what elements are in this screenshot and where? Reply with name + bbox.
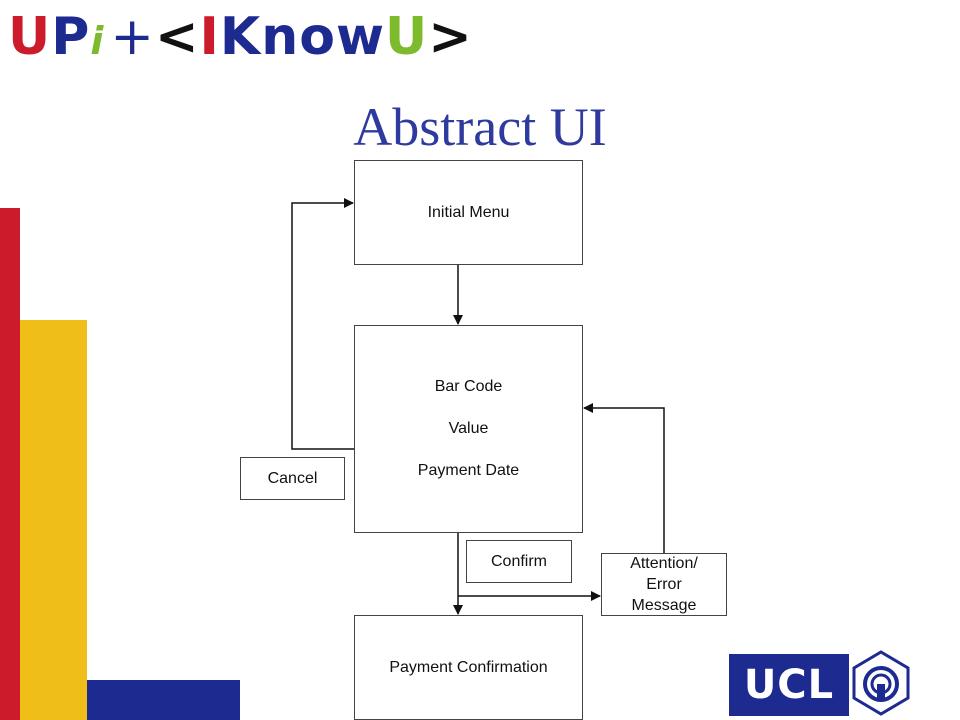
attention-line1: Attention/ [630,555,698,572]
ucl-logo-text: UCL [743,662,835,708]
ucl-emblem-icon [852,650,910,716]
logo-lt: < [154,7,200,67]
decorative-blue-bar [87,680,240,720]
page-title: Abstract UI [353,97,607,157]
attention-error-box: Attention/ Error Message [601,553,727,616]
confirm-box: Confirm [466,540,572,583]
bar-code-label: Bar Code [434,378,503,395]
logo-gt: > [428,7,473,67]
initial-menu-box: Initial Menu [354,160,583,265]
attention-line2: Error [646,576,682,593]
logo-know: Know [219,7,385,67]
attention-line3: Message [631,597,697,614]
cancel-label: Cancel [267,469,318,487]
logo-letter-i: i [90,19,105,63]
logo-letter-u2: U [384,7,429,67]
upi-iknowu-logo: UPi+<IKnowU> [8,4,473,70]
cancel-box: Cancel [240,457,345,500]
arrow-cancel-loop [291,198,354,450]
payment-date-label: Payment Date [417,462,520,479]
payment-entry-box: Bar Code Value Payment Date [354,325,583,533]
logo-plus: + [110,7,155,67]
confirm-label: Confirm [490,552,547,570]
payment-confirmation-box: Payment Confirmation [354,615,583,720]
logo-letter-p: P [51,7,91,67]
logo-letter-cap-i: I [199,7,220,67]
arrow-attention-loop [583,403,665,553]
decorative-red-bar [0,208,20,720]
decorative-yellow-bar [20,320,87,720]
logo-letter-u: U [8,7,52,67]
ucl-logo: UCL [729,654,849,716]
value-label: Value [448,420,489,437]
initial-menu-label: Initial Menu [427,203,510,221]
payment-confirmation-label: Payment Confirmation [389,658,548,676]
